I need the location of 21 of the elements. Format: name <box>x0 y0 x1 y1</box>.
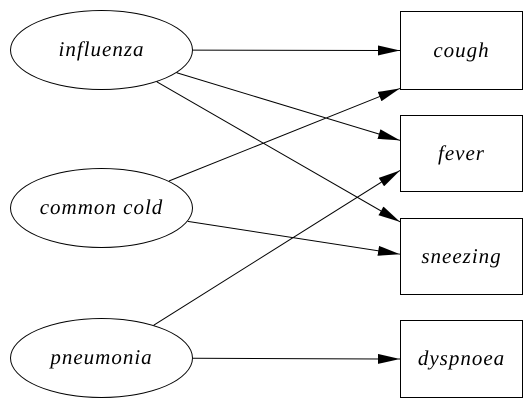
node-label: influenza <box>58 36 144 64</box>
symptom-box <box>400 320 523 398</box>
disease-ellipse <box>10 168 193 248</box>
arrow <box>176 72 400 141</box>
node-label: fever <box>438 140 485 167</box>
symptom-box <box>400 218 523 295</box>
node-label: sneezing <box>421 242 502 270</box>
symptom-box <box>400 115 523 192</box>
node-label: dyspnoea <box>418 345 506 372</box>
arrow <box>153 170 400 326</box>
disease-ellipse <box>10 10 193 90</box>
arrow <box>187 220 400 256</box>
disease-ellipse <box>10 318 193 398</box>
node-label: cough <box>433 36 490 64</box>
node-label: common cold <box>40 194 164 222</box>
arrow <box>156 81 400 222</box>
arrow <box>192 45 400 56</box>
symptom-box <box>400 11 523 90</box>
node-label: pneumonia <box>50 344 153 372</box>
arrow <box>168 88 400 182</box>
arrow <box>192 354 400 364</box>
